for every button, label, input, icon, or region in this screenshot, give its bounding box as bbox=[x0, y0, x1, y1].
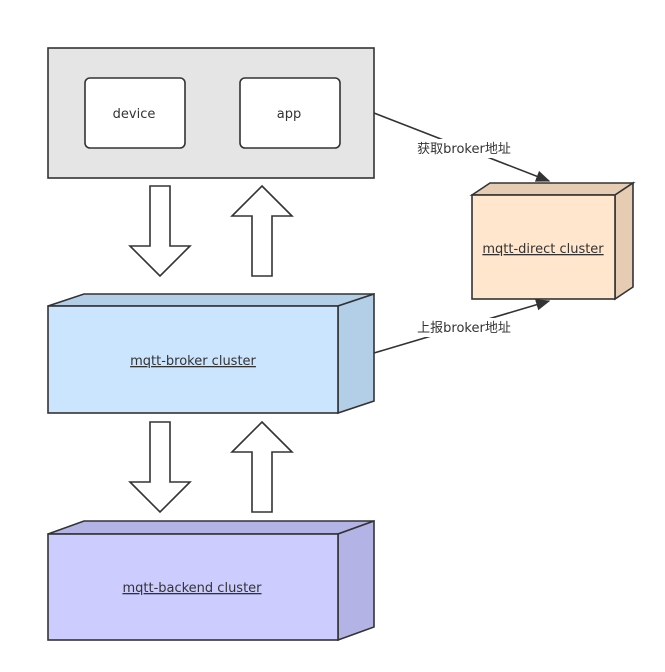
backend-cluster-front-face bbox=[47, 533, 339, 641]
direct-cluster-side-face bbox=[614, 181, 634, 301]
backend-cluster-label: mqtt-backend cluster bbox=[122, 581, 262, 596]
down-block-arrow-upper bbox=[128, 185, 192, 278]
device-box bbox=[84, 77, 186, 149]
direct-cluster-front-face bbox=[471, 194, 616, 300]
backend-cluster: mqtt-backend cluster bbox=[47, 519, 375, 642]
up-block-arrow-lower bbox=[230, 420, 294, 513]
fetch-broker-label: 获取broker地址 bbox=[417, 142, 511, 157]
direct-cluster-top-face bbox=[469, 182, 636, 196]
direct-cluster-label: mqtt-direct cluster bbox=[482, 242, 604, 257]
backend-cluster-top-face bbox=[47, 520, 375, 535]
app-label: app bbox=[277, 107, 301, 122]
backend-cluster-side-face bbox=[337, 519, 375, 642]
client-group: device app bbox=[47, 47, 375, 179]
report-broker-edge: 上报broker地址 bbox=[373, 299, 551, 354]
broker-cluster-top-face bbox=[47, 293, 375, 307]
broker-cluster-side-face bbox=[337, 292, 375, 415]
up-block-arrow-upper bbox=[230, 184, 294, 277]
down-block-arrow-lower bbox=[128, 421, 192, 514]
app-box bbox=[239, 77, 341, 149]
fetch-broker-edge: 获取broker地址 bbox=[373, 112, 551, 182]
device-node: device bbox=[84, 77, 186, 149]
broker-cluster-label: mqtt-broker cluster bbox=[130, 354, 256, 369]
broker-cluster-front-face bbox=[47, 305, 339, 414]
report-broker-label: 上报broker地址 bbox=[417, 321, 511, 336]
broker-cluster: mqtt-broker cluster bbox=[47, 292, 375, 415]
direct-cluster: mqtt-direct cluster bbox=[469, 181, 636, 301]
device-label: device bbox=[113, 107, 156, 122]
app-node: app bbox=[239, 77, 341, 149]
